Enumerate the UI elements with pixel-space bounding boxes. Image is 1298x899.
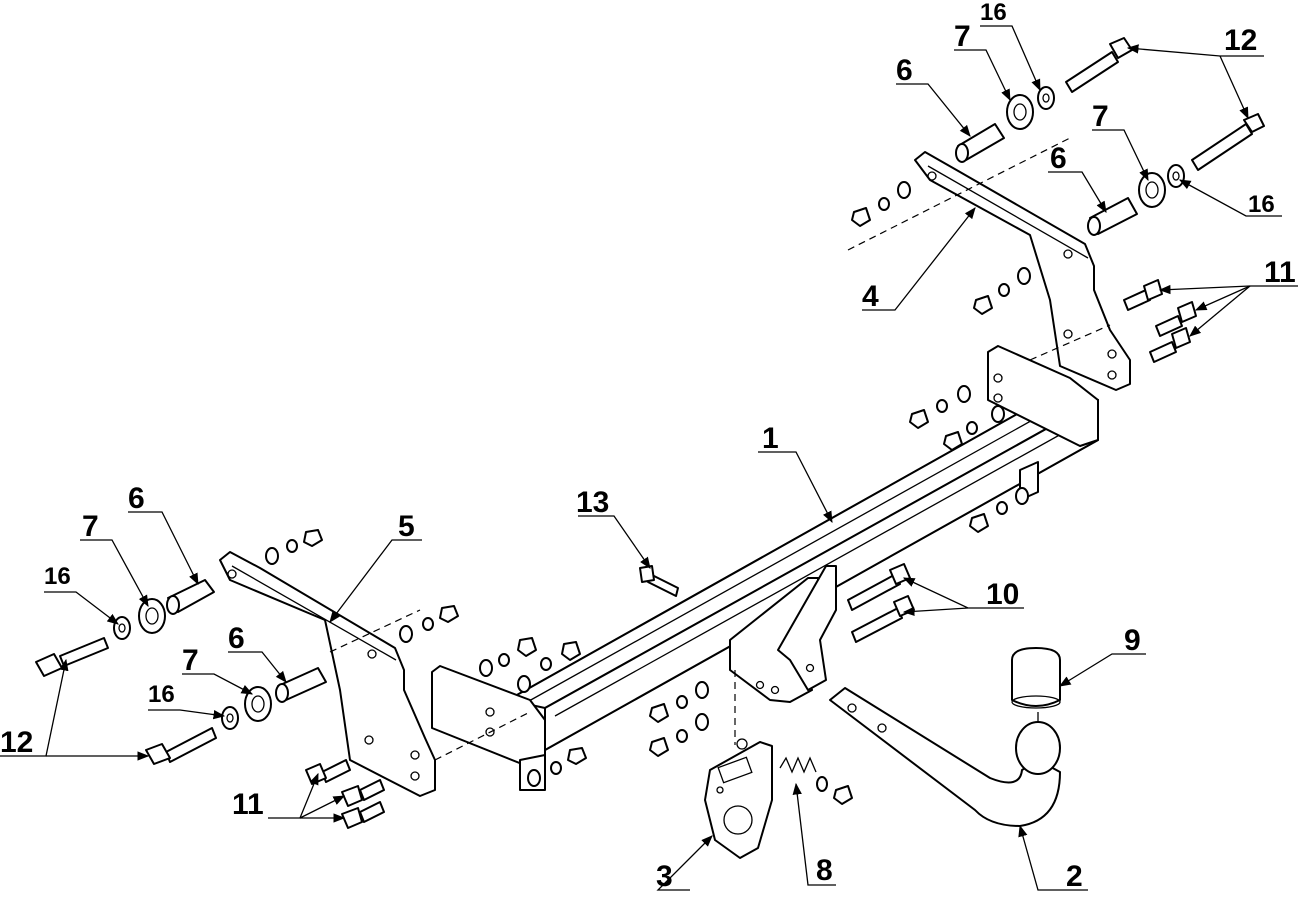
callout-6-left-upper: 6 bbox=[128, 482, 145, 515]
leader-lines bbox=[0, 25, 1298, 891]
short-bolts-right bbox=[1123, 279, 1197, 363]
long-bolt-left-lower bbox=[145, 727, 217, 765]
spacer-right-lower bbox=[1087, 197, 1138, 236]
ball-bracket-plates bbox=[729, 565, 837, 703]
callout-6-left-lower: 6 bbox=[228, 622, 245, 655]
small-washer-left-lower bbox=[221, 706, 239, 730]
assembly-axes bbox=[329, 137, 1111, 761]
spacer-right-upper bbox=[955, 123, 1005, 163]
callout-11-right: 11 bbox=[1264, 256, 1296, 289]
socket-plate bbox=[704, 738, 773, 859]
nuts-right-arm bbox=[851, 181, 1031, 315]
nuts-ball-bracket bbox=[649, 681, 709, 757]
large-washer-left-lower bbox=[244, 686, 272, 722]
callout-13: 13 bbox=[576, 486, 609, 519]
long-bolt-right-lower bbox=[1191, 113, 1265, 171]
small-washer-left-upper bbox=[113, 616, 131, 640]
callout-7-right-lower: 7 bbox=[1092, 100, 1109, 133]
callout-7-right-upper: 7 bbox=[954, 20, 971, 53]
short-bolts-left bbox=[305, 759, 385, 829]
long-bolt-right-upper bbox=[1065, 37, 1133, 93]
callout-9: 9 bbox=[1124, 624, 1141, 657]
callout-10: 10 bbox=[986, 578, 1019, 611]
callout-4: 4 bbox=[862, 280, 879, 313]
spring-assembly bbox=[779, 756, 853, 805]
callout-12-left: 12 bbox=[0, 726, 33, 759]
beam-right-plate bbox=[987, 345, 1099, 501]
callout-2: 2 bbox=[1066, 860, 1083, 893]
nuts-left-arm bbox=[265, 529, 459, 643]
callout-6-right-upper: 6 bbox=[896, 54, 913, 87]
callout-16-left-lower: 16 bbox=[148, 681, 175, 708]
callout-11-left: 11 bbox=[232, 788, 264, 821]
callout-12-right: 12 bbox=[1224, 24, 1257, 57]
callout-16-right-upper: 16 bbox=[980, 0, 1007, 26]
callout-16-left-upper: 16 bbox=[44, 563, 71, 590]
callout-6-right-lower: 6 bbox=[1050, 142, 1067, 175]
right-side-arm bbox=[914, 151, 1131, 391]
large-washer-left-upper bbox=[138, 598, 166, 634]
spacer-left-upper bbox=[166, 579, 215, 615]
left-side-arm bbox=[219, 551, 436, 797]
large-washer-right-lower bbox=[1138, 172, 1166, 208]
callout-16-right-lower: 16 bbox=[1248, 191, 1275, 218]
tow-ball-cap bbox=[1011, 647, 1061, 722]
callout-7-left-upper: 7 bbox=[82, 510, 99, 543]
large-washer-right-upper bbox=[1006, 94, 1034, 130]
callout-3: 3 bbox=[656, 860, 673, 893]
small-washer-right-upper bbox=[1037, 86, 1055, 110]
callout-1: 1 bbox=[762, 422, 779, 455]
nuts-left-plate bbox=[479, 637, 587, 787]
nuts-right-plate bbox=[909, 385, 1029, 533]
small-washer-right-lower bbox=[1167, 164, 1185, 188]
callout-5: 5 bbox=[398, 510, 415, 543]
tow-ball-neck bbox=[829, 687, 1061, 827]
callout-7-left-lower: 7 bbox=[182, 644, 199, 677]
long-bolt-left-upper bbox=[35, 637, 109, 677]
spacer-left-lower bbox=[275, 667, 327, 703]
bolt-13 bbox=[639, 565, 679, 597]
callout-8: 8 bbox=[816, 854, 833, 887]
